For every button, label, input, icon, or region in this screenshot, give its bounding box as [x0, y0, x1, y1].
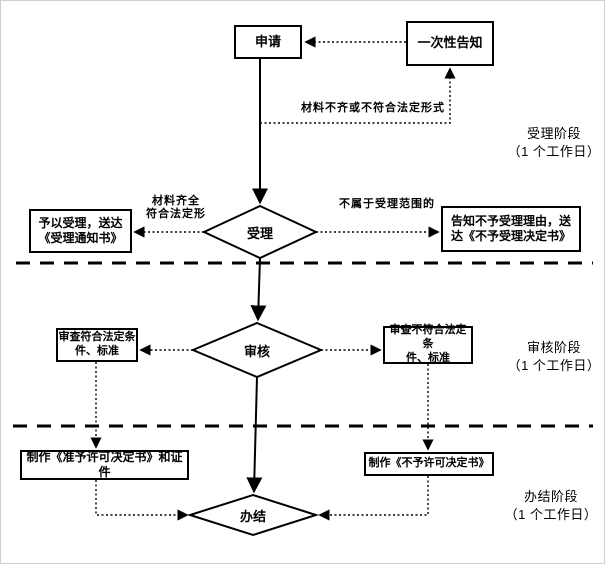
edge-review-to-complete — [246, 376, 263, 494]
decision-review-shape — [190, 321, 324, 379]
node-apply: 申请 — [234, 25, 302, 59]
label-materials-complete: 材料齐全 符合法定形 — [146, 195, 206, 220]
node-make-permit: 制作《准予许可决定书》和证件 — [20, 450, 189, 480]
edge-accept-to-review — [250, 257, 267, 322]
stage-label-accept: 受理阶段 （1 个工作日） — [507, 126, 601, 159]
decision-accept-shape — [201, 204, 319, 260]
node-make-denial: 制作《不予许可决定书》 — [364, 452, 494, 476]
node-accept-granted: 予以受理，送达 《受理通知书》 — [29, 209, 132, 253]
decision-complete-label: 办结 — [239, 508, 266, 524]
edge-permit-to-complete — [95, 480, 189, 521]
edge-incomplete-to-notice — [260, 67, 456, 124]
decision-complete-shape — [186, 493, 320, 537]
label-out-of-scope: 不属于受理范围的 — [339, 198, 435, 210]
node-review-pass: 审查符合法定条 件、标准 — [56, 328, 138, 362]
decision-accept-label: 受理 — [246, 225, 273, 241]
label-materials-incomplete: 材料不齐或不符合法定形式 — [301, 102, 445, 114]
stage-label-review: 审核阶段 （1 个工作日） — [507, 340, 601, 373]
node-one-time-notice: 一次性告知 — [406, 21, 494, 66]
edge-denial-to-complete — [318, 476, 429, 521]
node-review-fail: 审查不符合法定条 件、标准 — [383, 324, 473, 364]
node-accept-denied: 告知不予受理理由，送 达《不予受理决定书》 — [441, 206, 581, 252]
decision-review-label: 审核 — [243, 343, 270, 359]
stage-label-complete: 办结阶段 （1 个工作日） — [504, 489, 598, 522]
